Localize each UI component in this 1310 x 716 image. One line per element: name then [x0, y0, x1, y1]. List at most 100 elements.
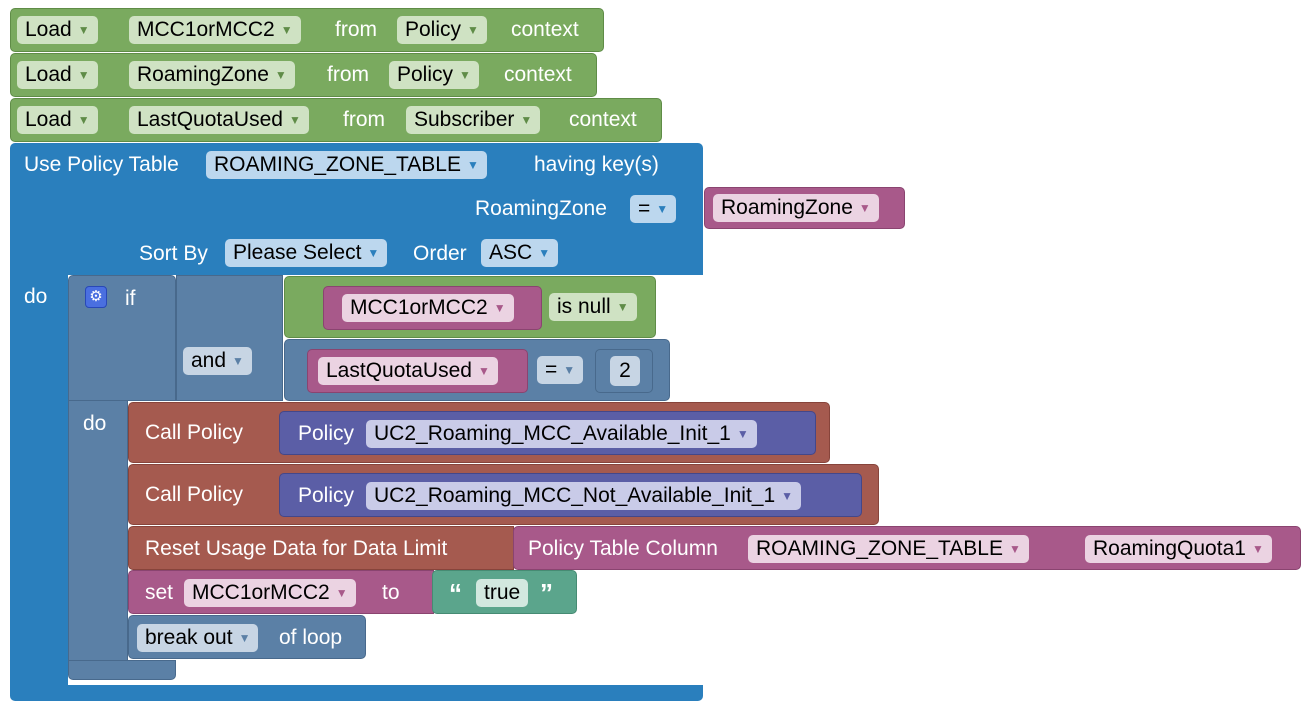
key-operator-dropdown[interactable]: =▼ — [630, 195, 677, 223]
context-label: context — [504, 63, 572, 86]
having-keys-label: having key(s) — [534, 153, 659, 176]
chevron-down-icon: ▼ — [467, 158, 479, 173]
policy-label: Policy — [298, 422, 355, 445]
is-null-block[interactable]: MCC1orMCC2▼ is null ▼ — [284, 276, 656, 338]
chevron-down-icon: ▼ — [459, 68, 471, 83]
break-loop-block[interactable]: break out▼ of loop — [128, 615, 366, 659]
chevron-down-icon: ▼ — [1251, 542, 1264, 557]
dropdown-label: Load — [25, 63, 72, 86]
dropdown-label: Please Select — [233, 241, 362, 264]
number-value[interactable]: 2 — [610, 356, 640, 386]
dropdown-label: Subscriber — [414, 108, 515, 131]
if-block-header[interactable]: ⚙ if — [68, 275, 176, 401]
compare-block[interactable]: LastQuotaUsed ▼ =▼ 2 — [284, 339, 670, 401]
to-label: to — [382, 581, 400, 604]
call-policy-block-2[interactable]: Call Policy Policy UC2_Roaming_MCC_Not_A… — [128, 464, 879, 525]
load-source-dropdown[interactable]: Policy▼ — [397, 16, 487, 44]
context-label: context — [569, 108, 637, 131]
of-loop-label: of loop — [279, 626, 343, 649]
cond1-variable[interactable]: MCC1orMCC2▼ — [323, 286, 542, 330]
text-value-field[interactable]: true — [476, 579, 529, 607]
chevron-down-icon: ▼ — [656, 202, 669, 217]
chevron-down-icon: ▼ — [477, 364, 490, 379]
policy-label: Policy — [298, 484, 355, 507]
dropdown-label: break out — [145, 626, 233, 649]
dropdown-label: MCC1orMCC2 — [192, 581, 330, 604]
compare-operator-dropdown[interactable]: =▼ — [537, 356, 584, 384]
chevron-down-icon: ▼ — [520, 113, 533, 128]
chevron-down-icon: ▼ — [232, 354, 244, 369]
policy-selector-1[interactable]: Policy UC2_Roaming_MCC_Available_Init_1▼ — [279, 411, 816, 455]
set-label: set — [145, 581, 174, 604]
reset-usage-label: Reset Usage Data for Data Limit — [145, 537, 448, 560]
cond2-variable[interactable]: LastQuotaUsed ▼ — [307, 349, 528, 393]
column-table-dropdown[interactable]: ROAMING_ZONE_TABLE▼ — [748, 535, 1029, 563]
chevron-down-icon: ▼ — [781, 489, 794, 504]
if-footer — [68, 660, 176, 680]
dropdown-label: UC2_Roaming_MCC_Not_Available_Init_1 — [374, 484, 776, 507]
load-variable-dropdown[interactable]: RoamingZone▼ — [129, 61, 295, 89]
policy-table-header[interactable]: Use Policy Table ROAMING_ZONE_TABLE ▼ hav… — [10, 143, 703, 275]
dropdown-label: LastQuotaUsed — [326, 359, 472, 382]
dropdown-label: RoamingZone — [721, 196, 853, 219]
load-block-3[interactable]: Load▼ LastQuotaUsed▼ from Subscriber ▼ co… — [10, 98, 662, 142]
set-variable-dropdown[interactable]: MCC1orMCC2▼ — [184, 579, 356, 607]
dropdown-label: = — [638, 197, 651, 220]
column-name-dropdown[interactable]: RoamingQuota1▼ — [1085, 535, 1272, 563]
dropdown-label: ROAMING_ZONE_TABLE — [214, 153, 461, 176]
dropdown-label: MCC1orMCC2 — [350, 296, 488, 319]
order-label: Order — [413, 242, 467, 265]
order-dropdown[interactable]: ASC▼ — [481, 239, 559, 267]
load-source-dropdown[interactable]: Subscriber ▼ — [406, 106, 541, 134]
logic-operator-dropdown[interactable]: and ▼ — [183, 347, 252, 375]
is-null-dropdown[interactable]: is null ▼ — [549, 293, 637, 321]
call-policy-block-1[interactable]: Call Policy Policy UC2_Roaming_MCC_Avail… — [128, 402, 830, 463]
chevron-down-icon: ▼ — [280, 23, 293, 38]
dropdown-label: MCC1orMCC2 — [137, 18, 275, 41]
sort-by-dropdown[interactable]: Please Select▼ — [225, 239, 388, 267]
column-label: Policy Table Column — [528, 537, 718, 560]
load-keyword-dropdown[interactable]: Load▼ — [17, 106, 98, 134]
close-quote-icon: ” — [540, 578, 553, 608]
sort-by-label: Sort By — [139, 242, 208, 265]
policy-table-column-block[interactable]: Policy Table Column ROAMING_ZONE_TABLE▼ … — [513, 526, 1301, 570]
policy-table-label: Use Policy Table — [24, 153, 179, 176]
dropdown-label: is null — [557, 295, 611, 318]
reset-usage-block[interactable]: Reset Usage Data for Data Limit — [128, 526, 514, 570]
chevron-down-icon: ▼ — [77, 23, 90, 38]
gear-icon[interactable]: ⚙ — [85, 286, 107, 308]
set-variable-block[interactable]: set MCC1orMCC2▼ to — [128, 570, 434, 614]
policy-table-do-label: do — [24, 285, 48, 308]
open-quote-icon: “ — [449, 578, 462, 608]
from-label: from — [343, 108, 385, 131]
policy-dropdown[interactable]: UC2_Roaming_MCC_Not_Available_Init_1 ▼ — [366, 482, 802, 510]
if-do-label: do — [83, 412, 107, 435]
cond1-variable-dropdown[interactable]: MCC1orMCC2▼ — [342, 294, 514, 322]
key-value-variable[interactable]: RoamingZone▼ — [704, 187, 905, 229]
load-variable-dropdown[interactable]: LastQuotaUsed▼ — [129, 106, 309, 134]
policy-selector-2[interactable]: Policy UC2_Roaming_MCC_Not_Available_Ini… — [279, 473, 862, 517]
dropdown-label: Load — [25, 18, 72, 41]
key-value-dropdown[interactable]: RoamingZone▼ — [713, 194, 879, 222]
policy-dropdown[interactable]: UC2_Roaming_MCC_Available_Init_1▼ — [366, 420, 757, 448]
load-keyword-dropdown[interactable]: Load▼ — [17, 61, 98, 89]
policy-table-footer — [10, 685, 703, 701]
load-block-1[interactable]: Load ▼ MCC1orMCC2 ▼ from Policy▼ context — [10, 8, 604, 52]
break-dropdown[interactable]: break out▼ — [137, 624, 259, 652]
context-label: context — [511, 18, 579, 41]
text-block[interactable]: “ true ” — [432, 570, 577, 614]
chevron-down-icon: ▼ — [616, 300, 629, 315]
load-block-2[interactable]: Load▼ RoamingZone▼ from Policy▼ context — [10, 53, 597, 97]
number-block[interactable]: 2 — [595, 349, 653, 393]
load-variable-dropdown[interactable]: MCC1orMCC2 ▼ — [129, 16, 301, 44]
cond2-variable-dropdown[interactable]: LastQuotaUsed ▼ — [318, 357, 498, 385]
dropdown-label: and — [191, 349, 227, 372]
text-value: true — [484, 581, 521, 604]
load-source-dropdown[interactable]: Policy▼ — [389, 61, 479, 89]
from-label: from — [335, 18, 377, 41]
policy-table-dropdown[interactable]: ROAMING_ZONE_TABLE ▼ — [206, 151, 487, 179]
from-label: from — [327, 63, 369, 86]
chevron-down-icon: ▼ — [1009, 542, 1021, 557]
load-keyword-dropdown[interactable]: Load ▼ — [17, 16, 98, 44]
logic-and-block[interactable]: and ▼ — [176, 275, 283, 401]
